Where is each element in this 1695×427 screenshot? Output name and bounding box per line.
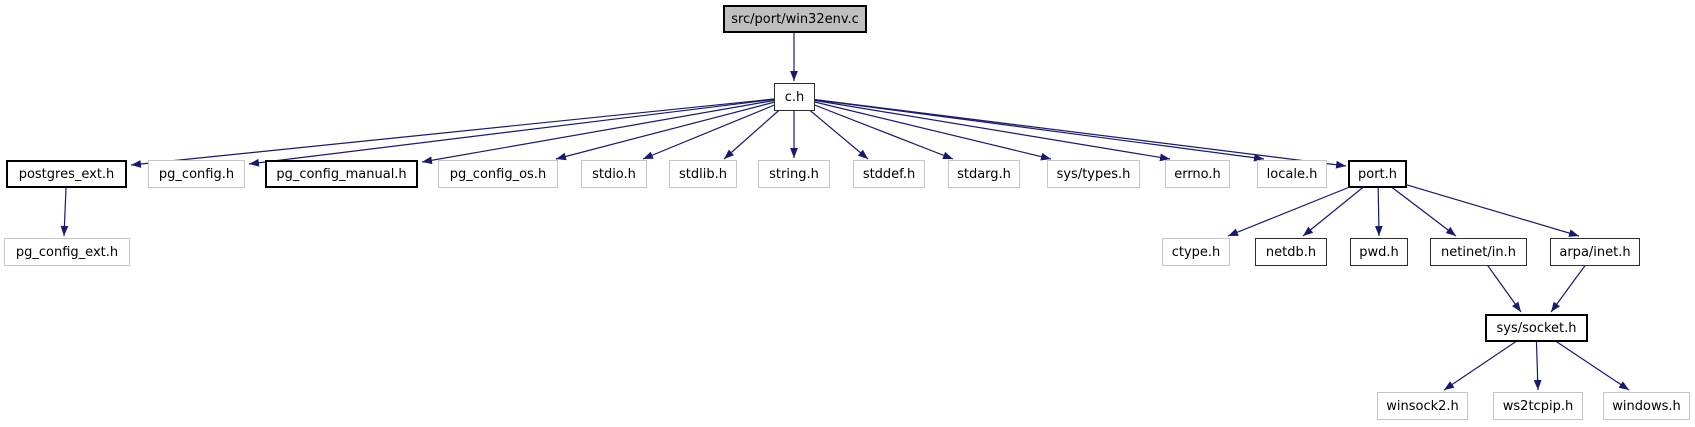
graph-node-port[interactable]: port.h [1348, 160, 1407, 188]
graph-node-c-h[interactable]: c.h [774, 83, 815, 111]
edge-c-h-to-stdio [642, 96, 795, 160]
graph-node-pg-config-manual[interactable]: pg_config_manual.h [265, 160, 418, 188]
graph-node-sys-types: sys/types.h [1047, 160, 1140, 188]
edge-c-h-to-errno [793, 96, 1171, 162]
graph-node-netinet-in[interactable]: netinet/in.h [1430, 238, 1527, 266]
edge-c-h-to-pg-config-os [555, 96, 795, 161]
graph-node-locale: locale.h [1257, 160, 1327, 188]
graph-node-pwd[interactable]: pwd.h [1350, 238, 1408, 266]
graph-node-stddef: stddef.h [853, 160, 925, 188]
edge-c-h-to-pg-config-manual [421, 96, 795, 165]
graph-node-pg-config-ext: pg_config_ext.h [4, 238, 130, 266]
graph-node-windows: windows.h [1603, 392, 1690, 420]
graph-node-winsock2: winsock2.h [1377, 392, 1468, 420]
edge-postgres-ext-to-pg-config-ext [60, 187, 69, 237]
graph-node-stdlib: stdlib.h [669, 160, 737, 188]
edge-c-h-to-stdarg [793, 96, 954, 160]
edge-c-h-to-sys-types [793, 96, 1052, 161]
graph-node-stdarg: stdarg.h [948, 160, 1020, 188]
graph-node-string: string.h [758, 160, 830, 188]
graph-node-netdb[interactable]: netdb.h [1255, 238, 1327, 266]
edge-port-to-arpa-inet [1376, 175, 1580, 237]
graph-node-ctype: ctype.h [1162, 238, 1230, 266]
graph-node-ws2tcpip: ws2tcpip.h [1493, 392, 1583, 420]
graph-node-stdio: stdio.h [581, 160, 647, 188]
edge-c-h-to-port [793, 96, 1347, 169]
edge-c-h-to-postgres-ext [130, 96, 795, 168]
graph-node-pg-config-os: pg_config_os.h [438, 160, 558, 188]
graph-node-arpa-inet[interactable]: arpa/inet.h [1550, 238, 1640, 266]
graph-node-win32env[interactable]: src/port/win32env.c [723, 5, 867, 33]
graph-node-sys-socket[interactable]: sys/socket.h [1485, 314, 1588, 342]
graph-node-pg-config: pg_config.h [148, 160, 245, 188]
graph-node-errno: errno.h [1165, 160, 1230, 188]
edge-c-h-to-pg-config [248, 96, 795, 167]
graph-node-postgres-ext[interactable]: postgres_ext.h [6, 160, 127, 188]
